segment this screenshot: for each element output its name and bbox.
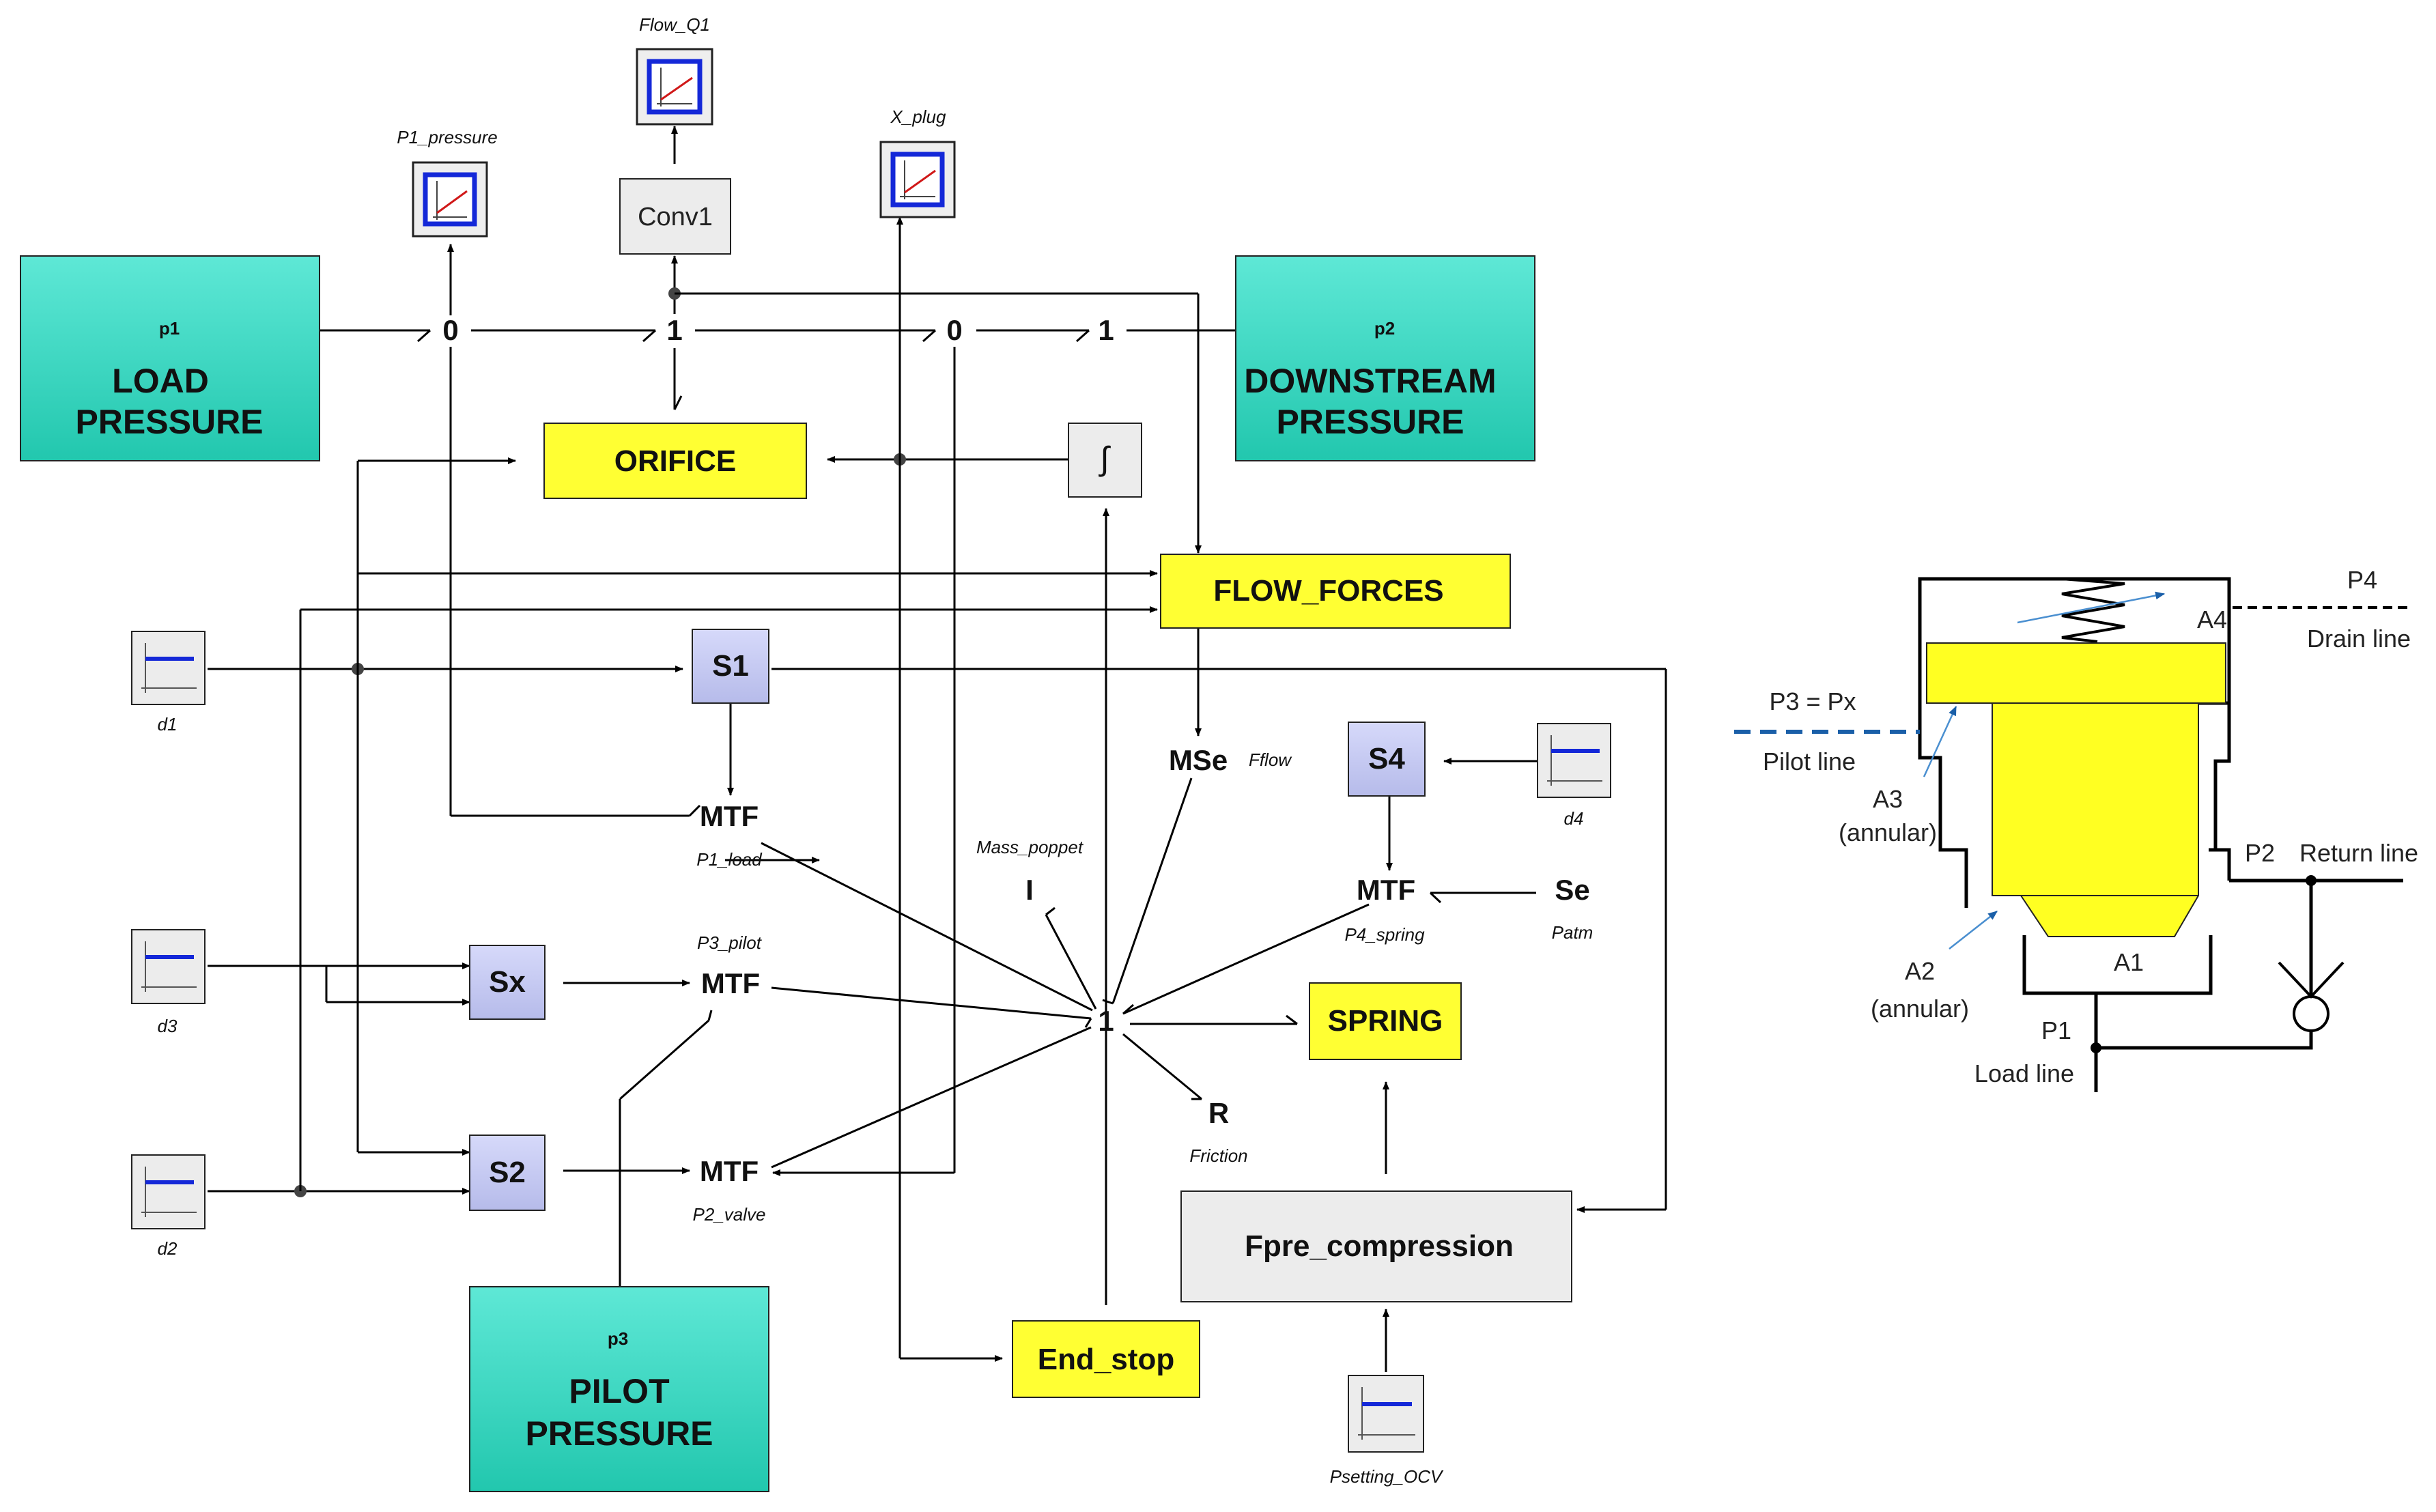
orifice-label: ORIFICE <box>614 444 736 478</box>
scope-p1-pressure[interactable]: P1_pressure <box>397 127 498 238</box>
s4-block[interactable]: S4 <box>1348 722 1426 797</box>
load-pressure-port: p1 <box>159 318 180 339</box>
downstream-pressure-title-1: DOWNSTREAM <box>1244 362 1496 400</box>
bond-elements: 0 1 0 1 1 MTF P1_load MTF P3_pilot MTF P… <box>442 314 1593 1225</box>
signal-d3[interactable]: d3 <box>131 929 206 1036</box>
valve-a3-label: A3 <box>1873 785 1903 813</box>
mtf-p2-valve[interactable]: MTF <box>700 1155 759 1187</box>
spring-block[interactable]: SPRING <box>1309 982 1462 1060</box>
scope-flow-q1[interactable]: Flow_Q1 <box>636 14 713 126</box>
zero-junction-a[interactable]: 0 <box>442 314 458 346</box>
load-pressure-title-2: PRESSURE <box>75 403 263 441</box>
valve-a2-sub: (annular) <box>1871 995 1969 1023</box>
orifice-block[interactable]: ORIFICE <box>543 423 807 499</box>
s2-block[interactable]: S2 <box>469 1135 546 1211</box>
sx-label: Sx <box>489 965 526 999</box>
scope-x-plug-label: X_plug <box>890 106 946 127</box>
signal-d3-label: d3 <box>158 1016 178 1036</box>
spring-zigzag <box>2061 577 2125 643</box>
flow-forces-label: FLOW_FORCES <box>1213 574 1443 608</box>
poppet-head <box>1926 642 2226 704</box>
valve-a1-label: A1 <box>2114 948 2144 976</box>
valve-p2-label: P2 <box>2245 839 2275 867</box>
inertia-element[interactable]: I <box>1025 874 1034 906</box>
a3-pointer <box>1923 705 1957 778</box>
s4-label: S4 <box>1368 742 1405 775</box>
load-pressure-title-1: LOAD <box>112 362 209 400</box>
fpre-compression-block[interactable]: Fpre_compression <box>1180 1190 1572 1302</box>
downstream-pressure-title-2: PRESSURE <box>1276 403 1464 441</box>
downstream-pressure-source[interactable]: p2 DOWNSTREAM PRESSURE <box>1235 255 1535 461</box>
mse-element[interactable]: MSe <box>1169 744 1228 776</box>
valve-a2-label: A2 <box>1905 957 1935 985</box>
sx-block[interactable]: Sx <box>469 945 546 1020</box>
signal-psetting-ocv-label: Psetting_OCV <box>1330 1466 1444 1487</box>
scope-x-plug[interactable]: X_plug <box>879 106 956 218</box>
s1-block[interactable]: S1 <box>692 629 769 704</box>
downstream-pressure-port: p2 <box>1374 318 1395 339</box>
fpre-compression-label: Fpre_compression <box>1245 1229 1514 1263</box>
scope-p1-pressure-label: P1_pressure <box>397 127 497 147</box>
check-valve <box>2091 875 2345 1053</box>
pilot-pressure-title-2: PRESSURE <box>525 1414 713 1453</box>
zero-junction-b[interactable]: 0 <box>946 314 962 346</box>
end-stop-label: End_stop <box>1038 1343 1174 1376</box>
se-element-label: Patm <box>1552 922 1594 943</box>
s2-label: S2 <box>489 1156 526 1189</box>
mtf-p4-spring-label: P4_spring <box>1344 924 1425 945</box>
valve-p4-label: P4 <box>2347 566 2377 594</box>
inertia-element-label: Mass_poppet <box>976 837 1084 857</box>
integrator-label: ∫ <box>1098 441 1111 477</box>
signal-d1-label: d1 <box>158 714 178 734</box>
s1-label: S1 <box>712 649 749 683</box>
a2-pointer <box>1949 911 1998 950</box>
poppet-body <box>1992 702 2199 937</box>
valve-a4-label: A4 <box>2197 605 2227 633</box>
one-junction-a[interactable]: 1 <box>666 314 682 346</box>
mtf-p3-pilot-label: P3_pilot <box>697 932 763 953</box>
valve-schematic: P4 A4 Drain line P3 = Px Pilot line A3 (… <box>1734 566 2418 1092</box>
valve-pilot-line-label: Pilot line <box>1763 747 1856 775</box>
mtf-p2-valve-label: P2_valve <box>693 1204 766 1225</box>
resistor-element[interactable]: R <box>1208 1097 1229 1129</box>
signal-d1[interactable]: d1 <box>131 631 206 734</box>
resistor-element-label: Friction <box>1189 1145 1247 1166</box>
pilot-pressure-title-1: PILOT <box>569 1372 669 1410</box>
connection-lines <box>198 126 1667 1372</box>
valve-housing <box>1918 577 2403 1092</box>
pilot-pressure-source[interactable]: p3 PILOT PRESSURE <box>469 1286 769 1492</box>
integrator-block[interactable]: ∫ <box>1068 423 1142 498</box>
conv1-block[interactable]: Conv1 <box>619 178 731 255</box>
signal-d2-label: d2 <box>158 1238 178 1259</box>
signal-psetting-ocv[interactable]: Psetting_OCV <box>1330 1375 1444 1487</box>
end-stop-block[interactable]: End_stop <box>1012 1320 1200 1398</box>
spring-label: SPRING <box>1328 1004 1443 1038</box>
valve-p3-label: P3 = Px <box>1769 687 1856 715</box>
signal-d4-label: d4 <box>1564 808 1584 829</box>
one-junction-b[interactable]: 1 <box>1098 314 1114 346</box>
valve-return-line-label: Return line <box>2299 839 2418 867</box>
valve-load-line-label: Load line <box>1974 1059 2074 1087</box>
se-element[interactable]: Se <box>1555 874 1589 906</box>
scope-flow-q1-label: Flow_Q1 <box>639 14 710 35</box>
mse-element-label: Fflow <box>1249 750 1292 770</box>
signal-d2[interactable]: d2 <box>131 1154 206 1259</box>
valve-drain-label: Drain line <box>2307 625 2411 653</box>
one-junction-main[interactable]: 1 <box>1098 1005 1114 1037</box>
valve-labels: P4 A4 Drain line P3 = Px Pilot line A3 (… <box>1763 566 2418 1087</box>
mtf-p1-load-label: P1_load <box>696 849 763 870</box>
mtf-p3-pilot[interactable]: MTF <box>701 967 760 999</box>
conv1-label: Conv1 <box>638 203 713 231</box>
mtf-p4-spring[interactable]: MTF <box>1357 874 1415 906</box>
mtf-p1-load[interactable]: MTF <box>700 800 759 832</box>
valve-p1-label: P1 <box>2041 1016 2071 1044</box>
signal-d4[interactable]: d4 <box>1537 723 1611 829</box>
pilot-pressure-port: p3 <box>608 1328 628 1349</box>
load-pressure-source[interactable]: p1 LOAD PRESSURE <box>20 255 320 461</box>
valve-a3-sub: (annular) <box>1839 818 1937 846</box>
a4-pointer <box>2017 591 2166 624</box>
flow-forces-block[interactable]: FLOW_FORCES <box>1160 554 1511 629</box>
